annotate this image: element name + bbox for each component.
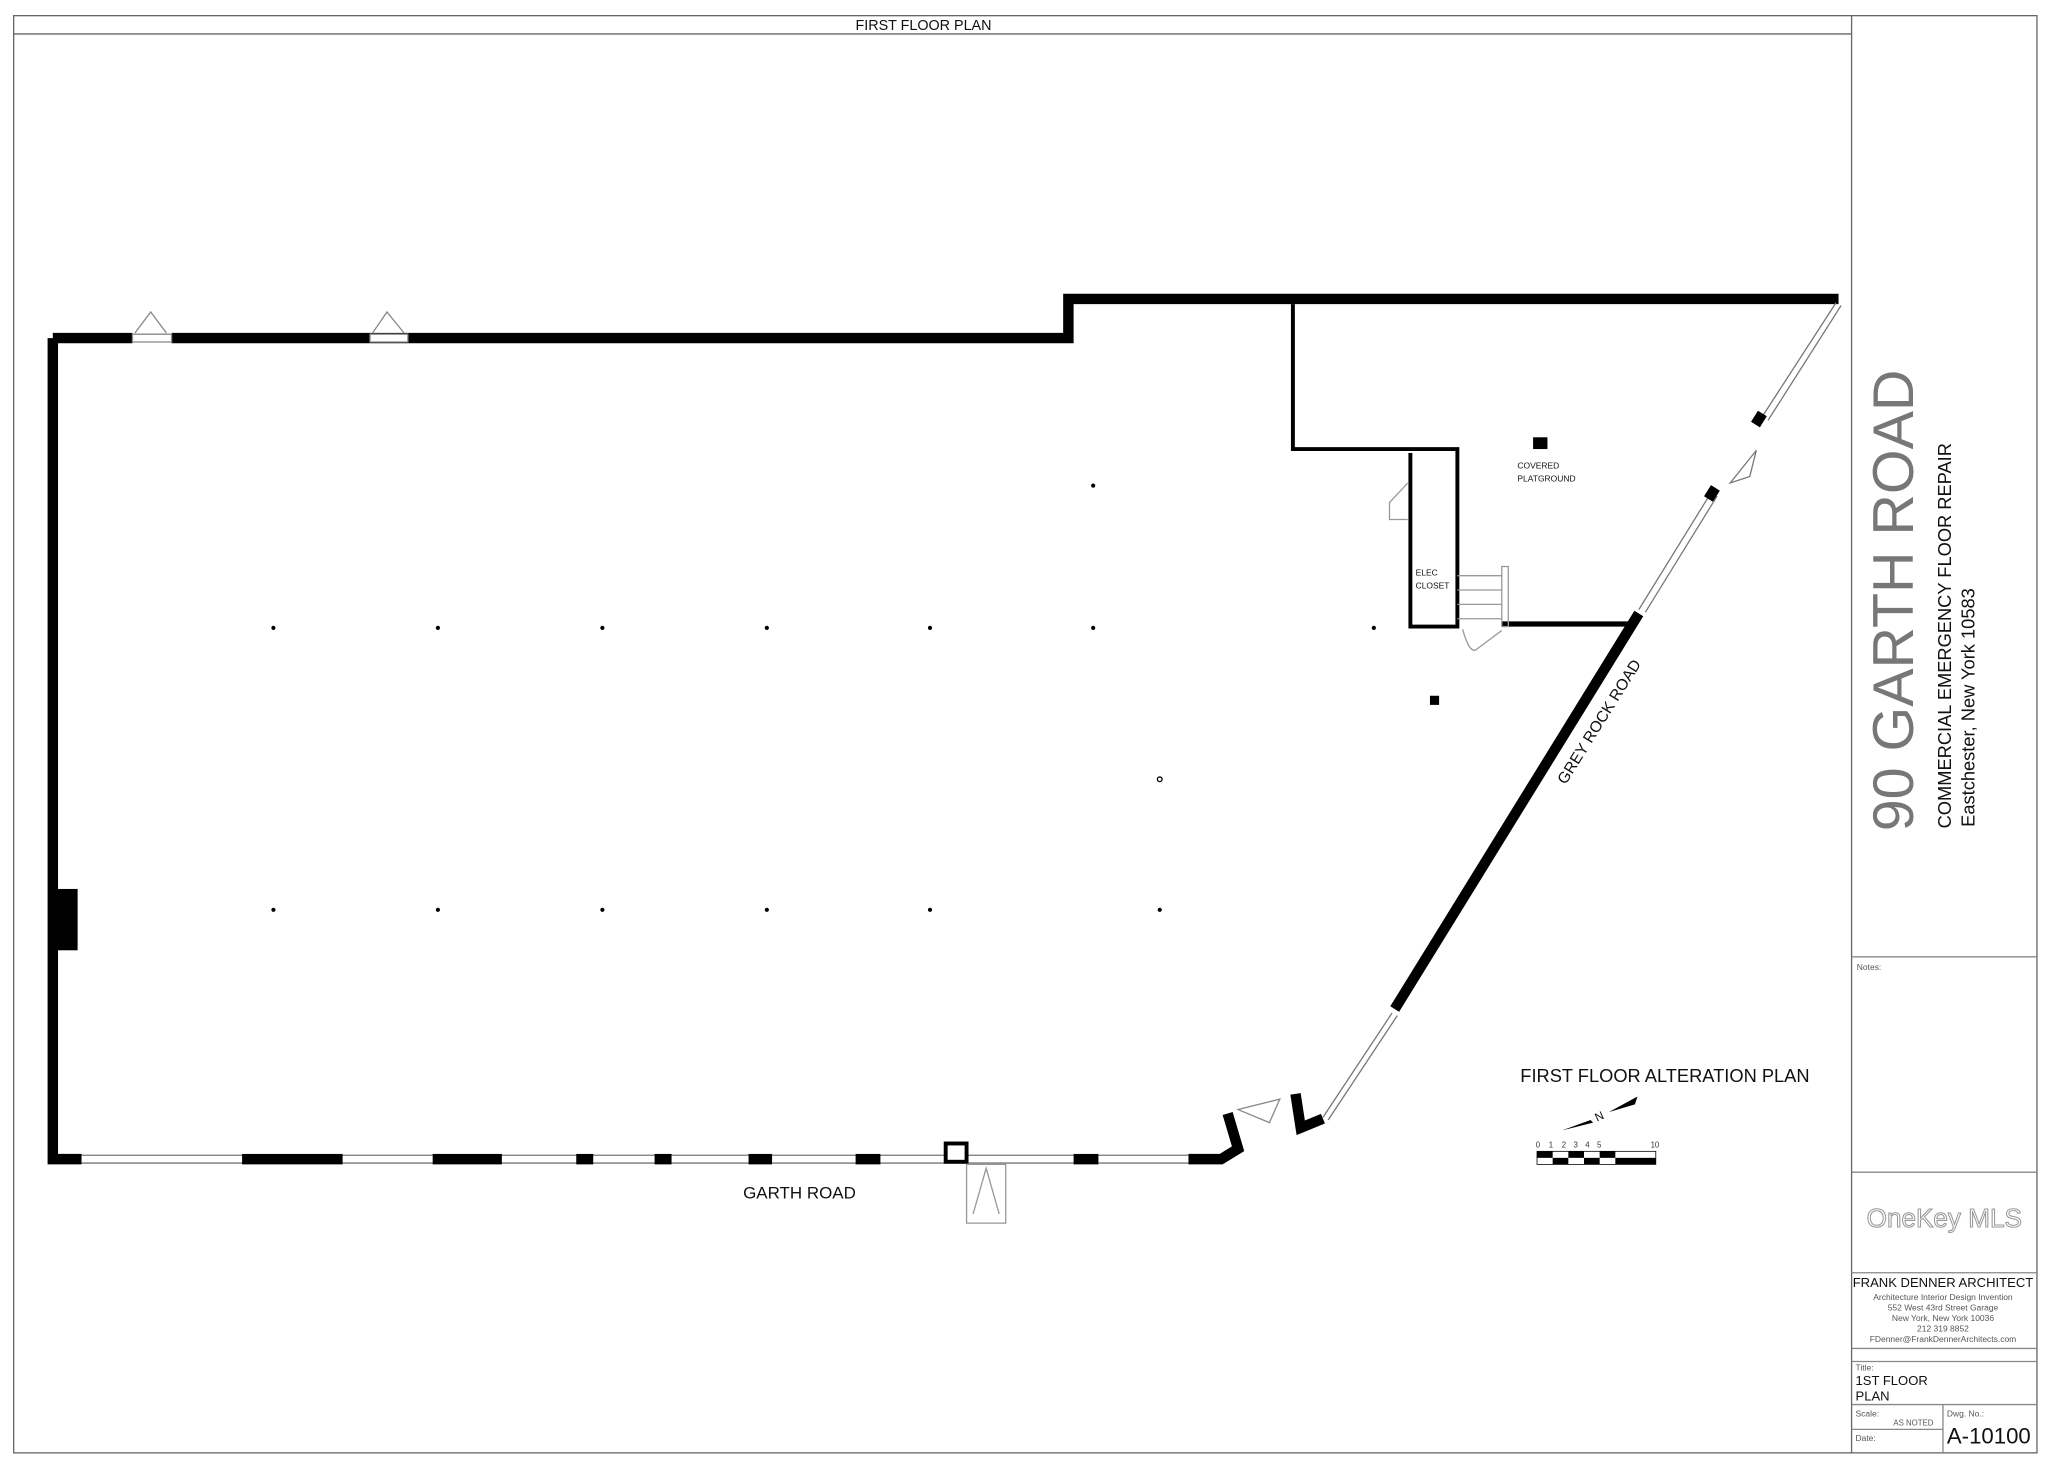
svg-text:Title:: Title: bbox=[1856, 1363, 1874, 1373]
svg-text:AS NOTED: AS NOTED bbox=[1893, 1418, 1933, 1427]
west-wall bbox=[47, 338, 82, 1165]
project-location: Eastchester, New York 10583 bbox=[1957, 588, 1978, 827]
exterior-walls bbox=[47, 293, 1839, 1165]
southeast-corner-wall bbox=[1188, 1111, 1245, 1165]
watermark: OneKey MLS bbox=[1867, 1203, 2022, 1233]
svg-text:FDenner@FrankDennerArchitects.: FDenner@FrankDennerArchitects.com bbox=[1870, 1334, 2017, 1344]
notes-label: Notes: bbox=[1857, 962, 1881, 972]
sheet-border bbox=[13, 15, 2038, 1454]
plan-label: FIRST FLOOR ALTERATION PLAN bbox=[1520, 1065, 1809, 1086]
sheet-title: FIRST FLOOR PLAN bbox=[855, 18, 991, 34]
garth-road-label: GARTH ROAD bbox=[743, 1183, 856, 1202]
svg-text:Date:: Date: bbox=[1856, 1433, 1876, 1443]
floor-drain bbox=[1156, 776, 1163, 783]
svg-text:New York, New York 10036: New York, New York 10036 bbox=[1892, 1313, 1994, 1323]
playground-label: COVERED bbox=[1517, 461, 1559, 471]
garth-road-storefront bbox=[81, 1141, 1189, 1224]
project-description: COMMERCIAL EMERGENCY FLOOR REPAIR bbox=[1934, 443, 1955, 828]
west-pier bbox=[52, 888, 78, 951]
project-name: 90 GARTH ROAD bbox=[1862, 370, 1926, 832]
svg-text:10: 10 bbox=[1651, 1140, 1660, 1149]
grey-rock-wall bbox=[1390, 610, 1644, 1012]
interior-walls bbox=[1290, 304, 1635, 629]
svg-text:3: 3 bbox=[1574, 1140, 1579, 1149]
diagonal-windows bbox=[1322, 302, 1842, 1121]
ramp bbox=[965, 1163, 1007, 1224]
closet-label: ELEC bbox=[1416, 568, 1438, 578]
north-arrow-icon: N bbox=[1561, 1096, 1638, 1131]
column bbox=[1533, 437, 1548, 450]
mullion bbox=[1751, 410, 1767, 428]
north-label: N bbox=[1593, 1109, 1606, 1124]
svg-text:5: 5 bbox=[1597, 1140, 1602, 1149]
north-wall bbox=[171, 293, 1839, 344]
svg-text:Scale:: Scale: bbox=[1856, 1408, 1880, 1418]
firm-name: FRANK DENNER ARCHITECT bbox=[1853, 1275, 2034, 1290]
svg-text:4: 4 bbox=[1585, 1140, 1590, 1149]
drawing-title: 1ST FLOOR bbox=[1856, 1373, 1928, 1388]
north-doors bbox=[131, 310, 1281, 1124]
column-grid bbox=[271, 483, 1376, 912]
svg-text:0: 0 bbox=[1536, 1140, 1541, 1149]
svg-text:552 West 43rd Street Garage: 552 West 43rd Street Garage bbox=[1888, 1303, 1999, 1313]
svg-text:Architecture Interior Design: Architecture Interior Design Invention bbox=[1873, 1292, 2013, 1302]
svg-text:Dwg. No.:: Dwg. No.: bbox=[1947, 1408, 1984, 1418]
column bbox=[1429, 695, 1440, 705]
closet-label: CLOSET bbox=[1416, 581, 1450, 591]
stair bbox=[1388, 482, 1509, 651]
title-block: 90 GARTH ROAD COMMERCIAL EMERGENCY FLOOR… bbox=[1851, 370, 2037, 1453]
entry-wall bbox=[1290, 1093, 1325, 1136]
mullion bbox=[1704, 485, 1720, 502]
playground-label: PLATGROUND bbox=[1517, 474, 1575, 484]
drawing-number: A-10100 bbox=[1947, 1424, 2031, 1449]
svg-text:PLAN: PLAN bbox=[1856, 1389, 1890, 1404]
svg-text:212 319 8852: 212 319 8852 bbox=[1917, 1323, 1969, 1333]
svg-text:1: 1 bbox=[1549, 1140, 1553, 1149]
svg-text:2: 2 bbox=[1562, 1140, 1566, 1149]
